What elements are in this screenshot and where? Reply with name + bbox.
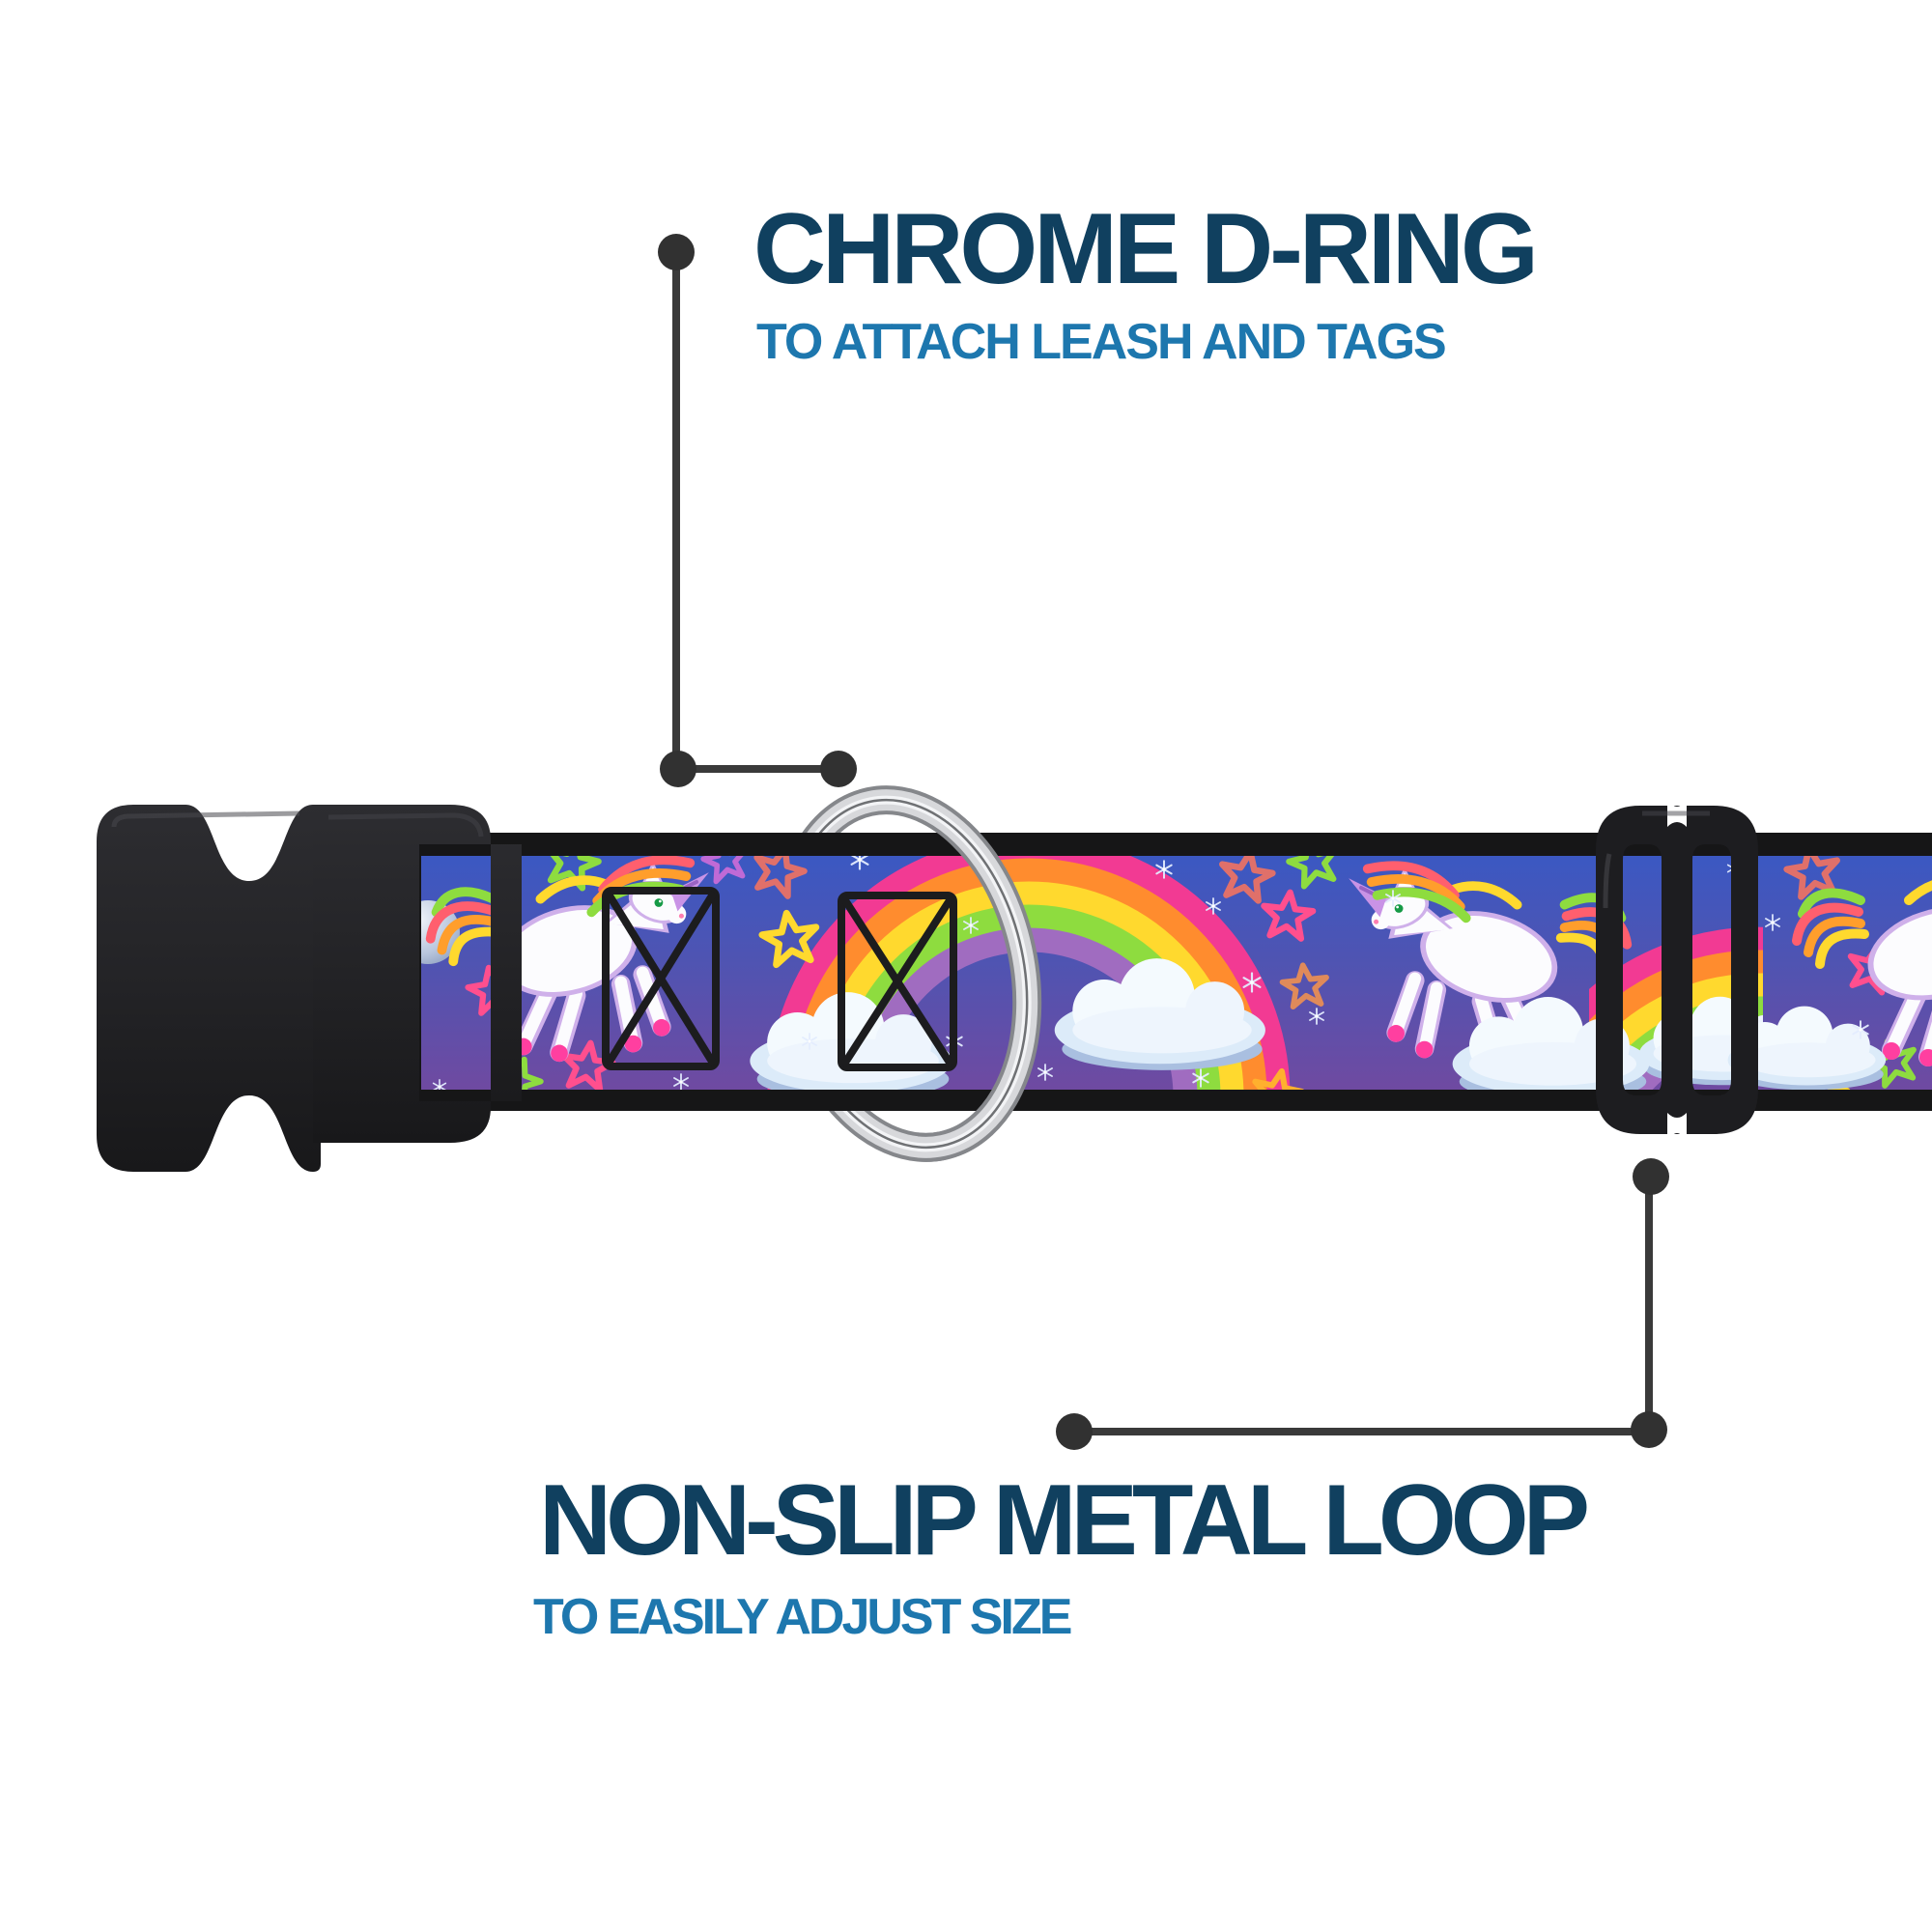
- d-ring-front: [918, 821, 1042, 1162]
- top-callout-line-vertical: [672, 253, 680, 769]
- bottom-callout-dot-elbow: [1631, 1411, 1667, 1448]
- webbing-pattern: [421, 856, 1932, 1090]
- slider: [1596, 798, 1758, 1142]
- top-callout-subtitle: TO ATTACH LEASH AND TAGS: [756, 314, 1447, 370]
- top-callout-dot-elbow: [660, 751, 696, 787]
- bottom-callout-dot-slider-end: [1633, 1158, 1669, 1195]
- bottom-callout-line-horizontal: [1074, 1428, 1649, 1435]
- bottom-callout-dot-label-end: [1056, 1413, 1093, 1450]
- top-callout-dot-dring-end: [820, 751, 857, 787]
- buckle: [97, 805, 522, 1172]
- stitch-box: [602, 887, 957, 1071]
- bottom-callout-subtitle: TO EASILY ADJUST SIZE: [533, 1589, 1072, 1645]
- top-callout-dot-label-end: [658, 234, 695, 270]
- top-callout-line-horizontal: [678, 765, 838, 773]
- bottom-callout-title: NON-SLIP METAL LOOP: [539, 1464, 1590, 1577]
- top-callout-title: CHROME D-RING: [753, 193, 1539, 305]
- bottom-callout-line-vertical: [1645, 1177, 1653, 1430]
- moon-icon: [421, 900, 460, 964]
